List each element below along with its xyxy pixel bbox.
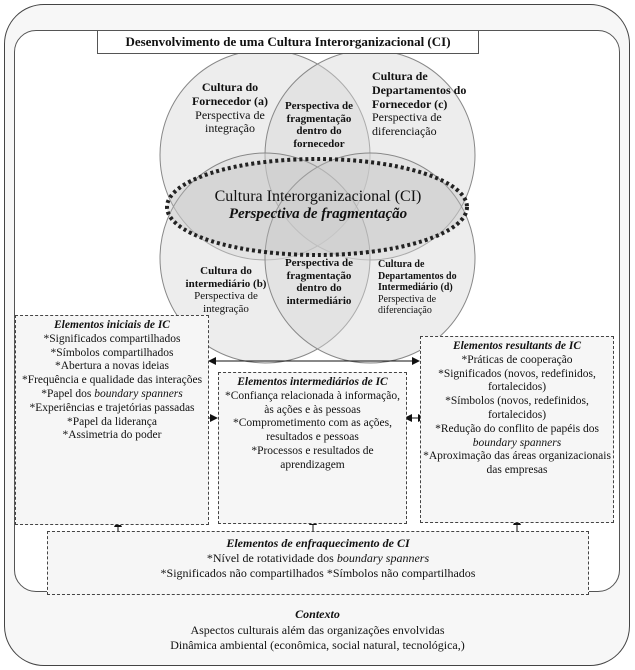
- enfraquecimento-title: Elementos de enfraquecimento de CI: [226, 536, 410, 550]
- dep-fornecedor-sub: Perspectiva de diferenciação: [372, 110, 442, 139]
- label-dep-fornecedor: Cultura de Departamentos do Fornecedor (…: [372, 69, 482, 139]
- resultantes-item: *Aproximação das áreas organizacionais d…: [423, 450, 611, 477]
- contexto-line1: Aspectos culturais além das organizações…: [190, 622, 445, 637]
- dep-fornecedor-title: Cultura de Departamentos do Fornecedor (…: [372, 69, 467, 111]
- box-elementos-enfraquecimento: Elementos de enfraquecimento de CI *Níve…: [47, 531, 589, 595]
- overlap-bottom-label: Perspectiva de fragmentação dentro do in…: [284, 257, 354, 307]
- intermediario-sub: Perspectiva de integração: [194, 290, 258, 315]
- resultantes-title: Elementos resultants de IC: [452, 340, 582, 352]
- iniciais-item: *Assimetria do poder: [62, 429, 162, 442]
- enfraquecimento-line1-italic: boundary spanners: [336, 551, 430, 565]
- intermediarios-item: *Processos e resultados de aprendizagem: [251, 444, 374, 471]
- fornecedor-title: Cultura do Fornecedor (a): [191, 80, 269, 108]
- iniciais-item: *Símbolos compartilhados: [50, 346, 174, 359]
- intermediarios-item: *Confiança relacionada à informação, às …: [225, 389, 400, 416]
- resultantes-item: *Redução do conflito de papéis dos: [435, 422, 599, 435]
- intermediarios-title: Elementos intermediários de IC: [237, 376, 388, 388]
- box-elementos-iniciais: Elementos iniciais de IC *Significados c…: [15, 315, 209, 525]
- iniciais-item: *Significados compartilhados: [43, 332, 181, 345]
- ci-center-sub: Perspectiva de fragmentação: [228, 206, 408, 223]
- iniciais-item-italic: boundary spanners: [94, 387, 183, 400]
- label-intermediario: Cultura do intermediário (b) Perspectiva…: [181, 265, 271, 316]
- enfraquecimento-line1-text: *Nível de rotatividade dos: [206, 551, 334, 565]
- resultantes-item: *Práticas de cooperação: [461, 353, 573, 366]
- iniciais-item: *Papel da liderança: [66, 415, 158, 428]
- iniciais-item: *Frequência e qualidade das interações: [21, 374, 203, 387]
- ci-ellipse: [165, 157, 469, 257]
- ci-center-title: Cultura Interorganizacional (CI): [214, 188, 422, 205]
- iniciais-item: *Papel dos boundary spanners: [16, 388, 208, 402]
- enfraquecimento-line2: *Significados não compartilhados *Símbol…: [160, 566, 476, 580]
- label-dep-intermediario: Cultura de Departamentos do Intermediári…: [378, 259, 478, 317]
- intermediario-title: Cultura do intermediário (b): [185, 265, 267, 290]
- iniciais-title: Elementos iniciais de IC: [54, 319, 170, 331]
- iniciais-item-text: *Papel dos: [41, 387, 92, 400]
- iniciais-item: *Abertura a novas ideias: [54, 360, 169, 373]
- diagram-title: Desenvolvimento de uma Cultura Interorga…: [97, 30, 479, 54]
- iniciais-item: *Experiências e trajetórias passadas: [29, 401, 195, 414]
- box-elementos-intermediarios: Elementos intermediários de IC *Confianç…: [218, 372, 407, 524]
- resultantes-item: *Símbolos (novos, redefinidos, fortaleci…: [445, 395, 589, 421]
- resultantes-item: *Significados (novos, redefinidos, forta…: [438, 367, 596, 394]
- contexto-line2: Dinâmica ambiental (econômica, social na…: [170, 638, 465, 653]
- contexto-title: Contexto: [295, 607, 340, 621]
- fornecedor-sub: Perspectiva de integração: [195, 107, 265, 136]
- resultantes-item-italic: boundary spanners: [472, 436, 562, 449]
- ci-center-label: Cultura Interorganizacional (CI) Perspec…: [172, 188, 464, 224]
- overlap-top-label: Perspectiva de fragmentação dentro do fo…: [284, 100, 354, 150]
- box-elementos-resultantes: Elementos resultants de IC *Práticas de …: [420, 336, 614, 523]
- contexto-block: Contexto Aspectos culturais além das org…: [30, 607, 605, 654]
- dep-intermediario-title: Cultura de Departamentos do Intermediári…: [378, 259, 457, 293]
- label-fornecedor: Cultura do Fornecedor (a) Perspectiva de…: [175, 80, 285, 136]
- dep-intermediario-sub: Perspectiva de diferenciação: [378, 293, 437, 317]
- intermediarios-item: *Comprometimento com as ações, resultado…: [232, 417, 393, 444]
- enfraquecimento-line1: *Nível de rotatividade dos boundary span…: [48, 551, 588, 566]
